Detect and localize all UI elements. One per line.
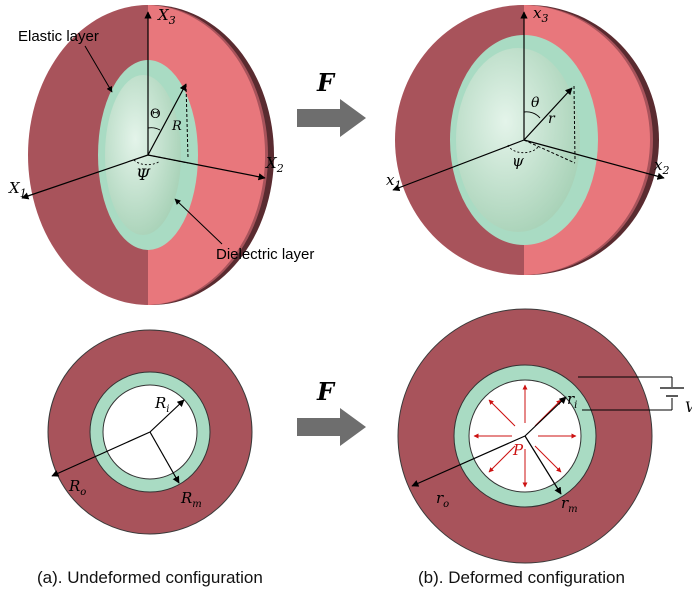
psi-arc — [507, 144, 539, 154]
V-label: V — [685, 400, 692, 416]
r-label: r — [548, 111, 556, 127]
X1-label: X1 — [8, 179, 27, 200]
transform-arrow-top — [297, 99, 366, 137]
projection-line-base — [523, 139, 576, 164]
ri-label: ri — [567, 390, 577, 411]
ri-arrow — [524, 396, 567, 437]
psi-arc — [133, 159, 161, 166]
x2-label: x2 — [654, 156, 669, 177]
projection-line-base — [147, 154, 189, 164]
caption-undeformed: (a). Undeformed configuration — [37, 568, 263, 587]
projection-line — [573, 85, 576, 161]
caption-deformed: (b). Deformed configuration — [418, 568, 625, 587]
voltage-circuit — [578, 376, 684, 411]
x2-axis — [147, 154, 266, 181]
radius-line — [147, 83, 187, 156]
elastic-layer-leader — [84, 45, 113, 93]
x2-axis — [523, 139, 665, 180]
transform-arrow-bottom — [297, 408, 366, 446]
radius-line — [523, 87, 573, 141]
ro-label: ro — [436, 489, 449, 510]
Ro-label: Ro — [68, 477, 86, 498]
elastic-layer-label: Elastic layer — [18, 28, 99, 45]
rm-label: rm — [561, 494, 578, 515]
dielectric-layer-leader — [174, 198, 223, 245]
X3-label: X3 — [157, 6, 176, 27]
Rm-label: Rm — [180, 489, 202, 510]
inner-cavity — [105, 75, 181, 235]
Ri-label: Ri — [154, 394, 170, 415]
projection-line — [185, 83, 189, 159]
theta-label: θ — [531, 95, 540, 111]
theta-arc — [147, 127, 161, 131]
inner-cavity — [456, 48, 580, 232]
rm-arrow — [524, 435, 562, 495]
X2-label: X2 — [265, 154, 284, 175]
x1-label: x1 — [386, 171, 401, 192]
Ri-arrow — [149, 399, 185, 433]
F-label-top: F — [316, 68, 336, 97]
pressure-arrows — [473, 384, 577, 488]
dielectric-layer-label: Dielectric layer — [216, 246, 314, 263]
deformed-cross-section — [397, 308, 653, 564]
x1-axis — [21, 154, 149, 200]
undeformed-cross-section — [47, 329, 253, 535]
x1-axis — [392, 139, 525, 192]
F-label-bottom: F — [316, 377, 336, 406]
pressure-arrow — [534, 445, 562, 473]
pressure-arrow — [488, 399, 516, 427]
ro-arrow — [411, 435, 526, 487]
Theta-label: Θ — [150, 107, 161, 122]
x3-label: x3 — [533, 4, 548, 25]
theta-arc — [523, 111, 541, 119]
deformed-sphere — [392, 5, 665, 275]
P-label: P — [512, 441, 524, 459]
Psi-label: Ψ — [136, 165, 151, 184]
pressure-arrow — [488, 445, 516, 473]
psi-label: ψ — [512, 152, 524, 170]
Rm-arrow — [149, 431, 180, 484]
Ro-arrow — [51, 431, 151, 477]
R-label: R — [171, 119, 182, 134]
